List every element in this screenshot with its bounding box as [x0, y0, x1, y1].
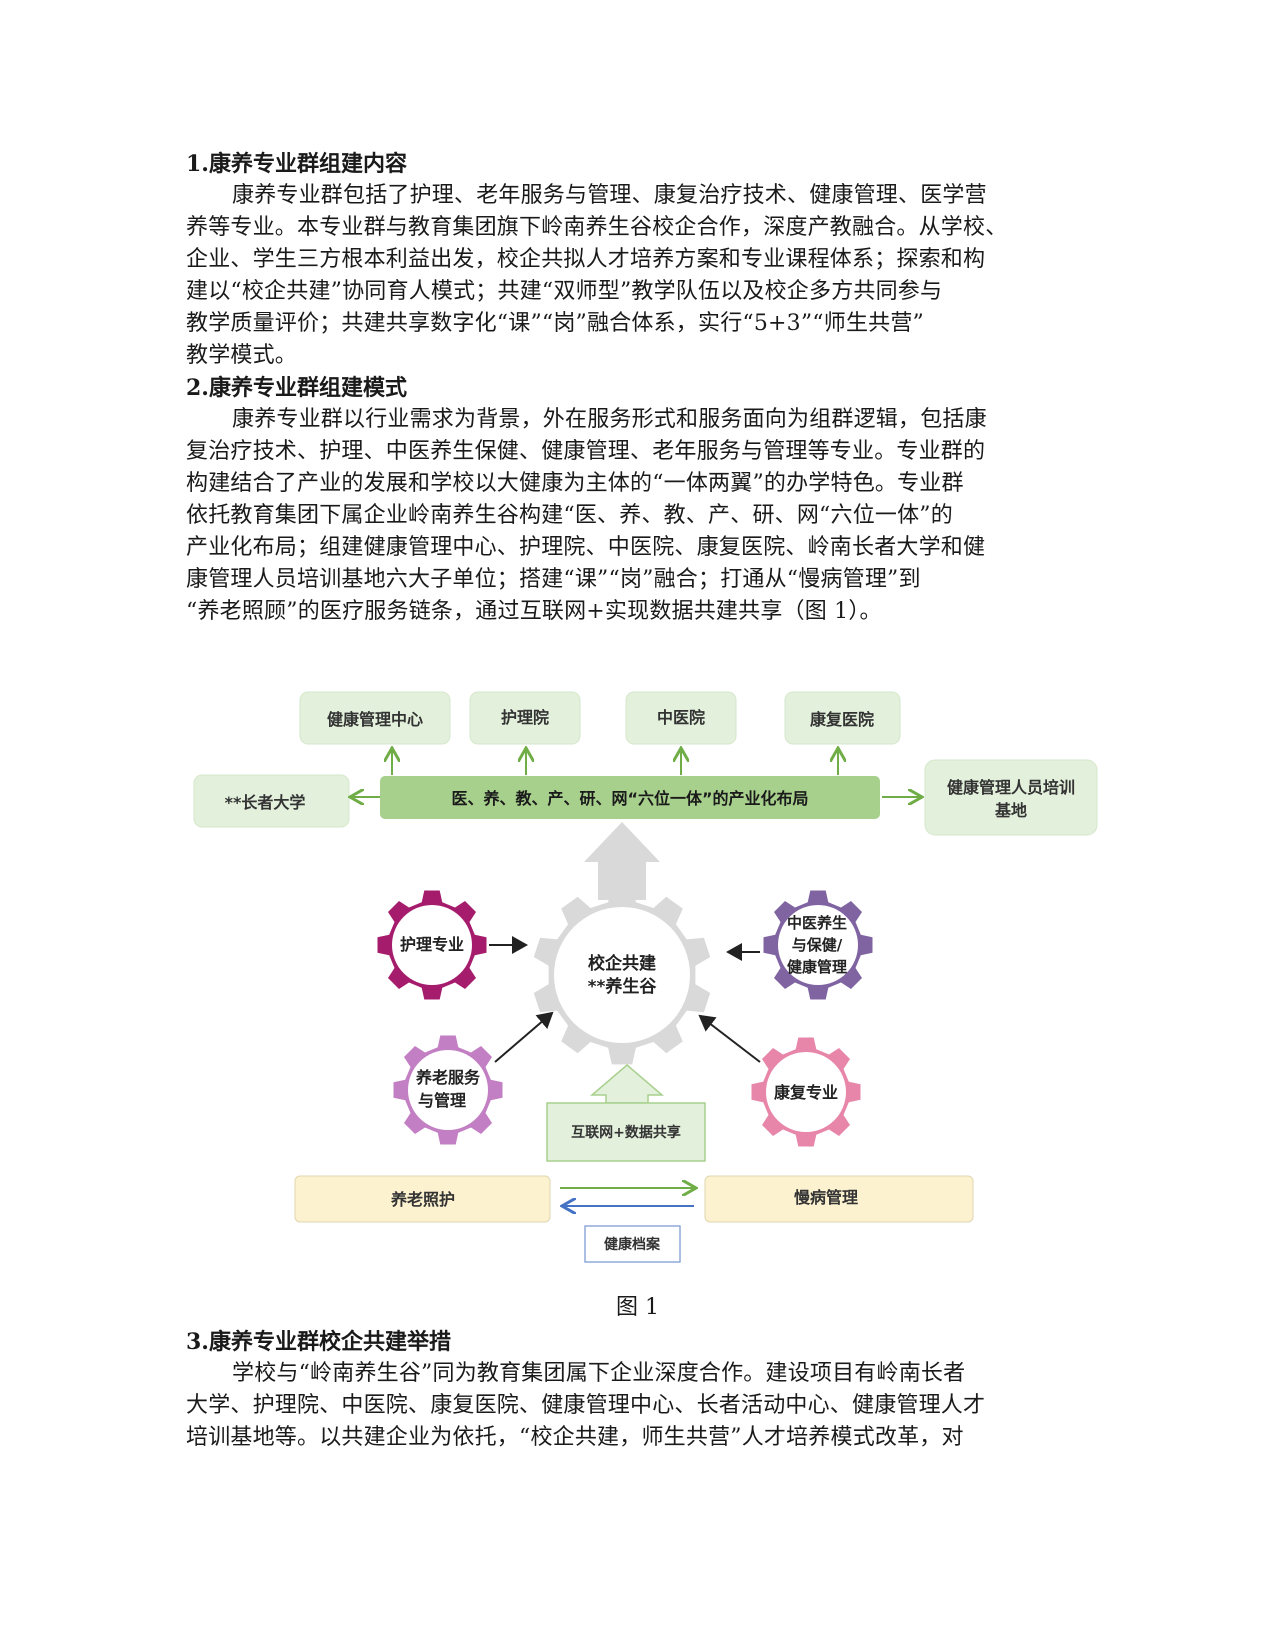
gear-nursing-major: 护理专业 — [377, 890, 487, 1000]
center-gear: 校企共建 **养生谷 — [533, 885, 711, 1065]
section-2-line: 康管理人员培训基地六大子单位；搭建“课”“岗”融合；打通从“慢病管理”到 — [186, 567, 921, 592]
elderly-care-box: 养老照护 — [294, 1175, 551, 1223]
industry-layout-banner: 医、养、教、产、研、网“六位一体”的产业化布局 — [380, 776, 880, 819]
health-record-box: 健康档案 — [584, 1225, 681, 1263]
elderly-care-label: 养老照护 — [390, 1190, 455, 1209]
gear-elderly-label: 与管理 — [418, 1091, 466, 1110]
gear-rehab-major: 康复专业 — [751, 1037, 861, 1147]
section-2-line: 依托教育集团下属企业岭南养生谷构建“医、养、教、产、研、网“六位一体”的 — [186, 503, 953, 528]
right-box-label: 基地 — [994, 801, 1027, 820]
section-1-line: 教学质量评价；共建共享数字化“课”“岗”融合体系，实行“5+3”“师生共营” — [186, 311, 925, 336]
section-1-line: 教学模式。 — [186, 343, 298, 368]
top-box-rehab-hospital: 康复医院 — [784, 691, 901, 745]
section-3-line: 学校与“岭南养生谷”同为教育集团属下企业深度合作。建设项目有岭南长者 — [232, 1361, 966, 1386]
section-3-heading: 3.康养专业群校企共建举措 — [186, 1329, 451, 1355]
gear-rehab-label: 康复专业 — [774, 1083, 838, 1102]
section-2-line: 康养专业群以行业需求为背景，外在服务形式和服务面向为组群逻辑，包括康 — [232, 407, 987, 432]
top-box-label: 护理院 — [501, 708, 549, 727]
figure-diagram: 健康管理中心 护理院 中医院 康复医院 **长者大学 医、养、教、产、研、网“六… — [193, 691, 1098, 1263]
gear-tcm-label: 健康管理 — [787, 958, 847, 976]
banner-label: 医、养、教、产、研、网“六位一体”的产业化布局 — [451, 789, 808, 808]
top-box-nursing-home: 护理院 — [469, 691, 581, 745]
figure-caption: 图 1 — [616, 1295, 659, 1320]
internet-box-label: 互联网+数据共享 — [571, 1124, 681, 1141]
right-box-training-base: 健康管理人员培训 基地 — [924, 759, 1098, 836]
section-2-line: “养老照顾”的医疗服务链条，通过互联网+实现数据共建共享（图 1）。 — [186, 599, 882, 624]
section-2-heading: 2.康养专业群组建模式 — [186, 375, 407, 401]
chronic-disease-label: 慢病管理 — [794, 1188, 858, 1207]
section-3-line: 大学、护理院、中医院、康复医院、健康管理中心、长者活动中心、健康管理人才 — [186, 1393, 986, 1418]
section-1-line: 康养专业群包括了护理、老年服务与管理、康复治疗技术、健康管理、医学营 — [232, 183, 987, 208]
gear-elderly-service: 养老服务 与管理 — [393, 1035, 503, 1145]
gear-tcm-label: 中医养生 — [787, 914, 847, 932]
top-box-label: 康复医院 — [810, 710, 874, 729]
left-box-elder-university: **长者大学 — [193, 774, 350, 828]
section-2-line: 产业化布局；组建健康管理中心、护理院、中医院、康复医院、岭南长者大学和健 — [186, 535, 986, 560]
section-1-line: 养等专业。本专业群与教育集团旗下岭南养生谷校企合作，深度产教融合。从学校、 — [186, 215, 1008, 240]
gear-tcm-label: 与保健/ — [792, 936, 843, 954]
chronic-disease-box: 慢病管理 — [704, 1175, 974, 1223]
internet-data-sharing: 互联网+数据共享 — [546, 1064, 706, 1162]
gear-tcm-health: 中医养生 与保健/ 健康管理 — [763, 890, 873, 1000]
health-record-label: 健康档案 — [604, 1236, 661, 1253]
big-up-arrow — [584, 822, 660, 900]
section-2-line: 复治疗技术、护理、中医养生保健、健康管理、老年服务与管理等专业。专业群的 — [186, 439, 986, 464]
gear-elderly-label: 养老服务 — [415, 1068, 481, 1087]
section-3-line: 培训基地等。以共建企业为依托，“校企共建，师生共营”人才培养模式改革，对 — [186, 1425, 964, 1450]
right-box-label: 健康管理人员培训 — [947, 778, 1075, 797]
top-box-tcm-hospital: 中医院 — [625, 691, 737, 745]
center-gear-label: **养生谷 — [588, 976, 658, 997]
arrow-to-center — [698, 1014, 761, 1063]
center-gear-label: 校企共建 — [588, 953, 656, 974]
section-1-heading: 1.康养专业群组建内容 — [186, 151, 407, 177]
arrow-to-center — [494, 1011, 554, 1063]
gear-nursing-label: 护理专业 — [400, 935, 464, 954]
section-2-line: 构建结合了产业的发展和学校以大健康为主体的“一体两翼”的办学特色。专业群 — [186, 471, 964, 496]
left-box-label: **长者大学 — [225, 793, 306, 812]
section-1-line: 企业、学生三方根本利益出发，校企共拟人才培养方案和专业课程体系；探索和构 — [186, 247, 986, 272]
top-box-label: 健康管理中心 — [327, 710, 423, 729]
section-1-line: 建以“校企共建”协同育人模式；共建“双师型”教学队伍以及校企多方共同参与 — [186, 279, 943, 304]
top-box-label: 中医院 — [657, 708, 705, 727]
top-box-health-center: 健康管理中心 — [299, 691, 451, 745]
